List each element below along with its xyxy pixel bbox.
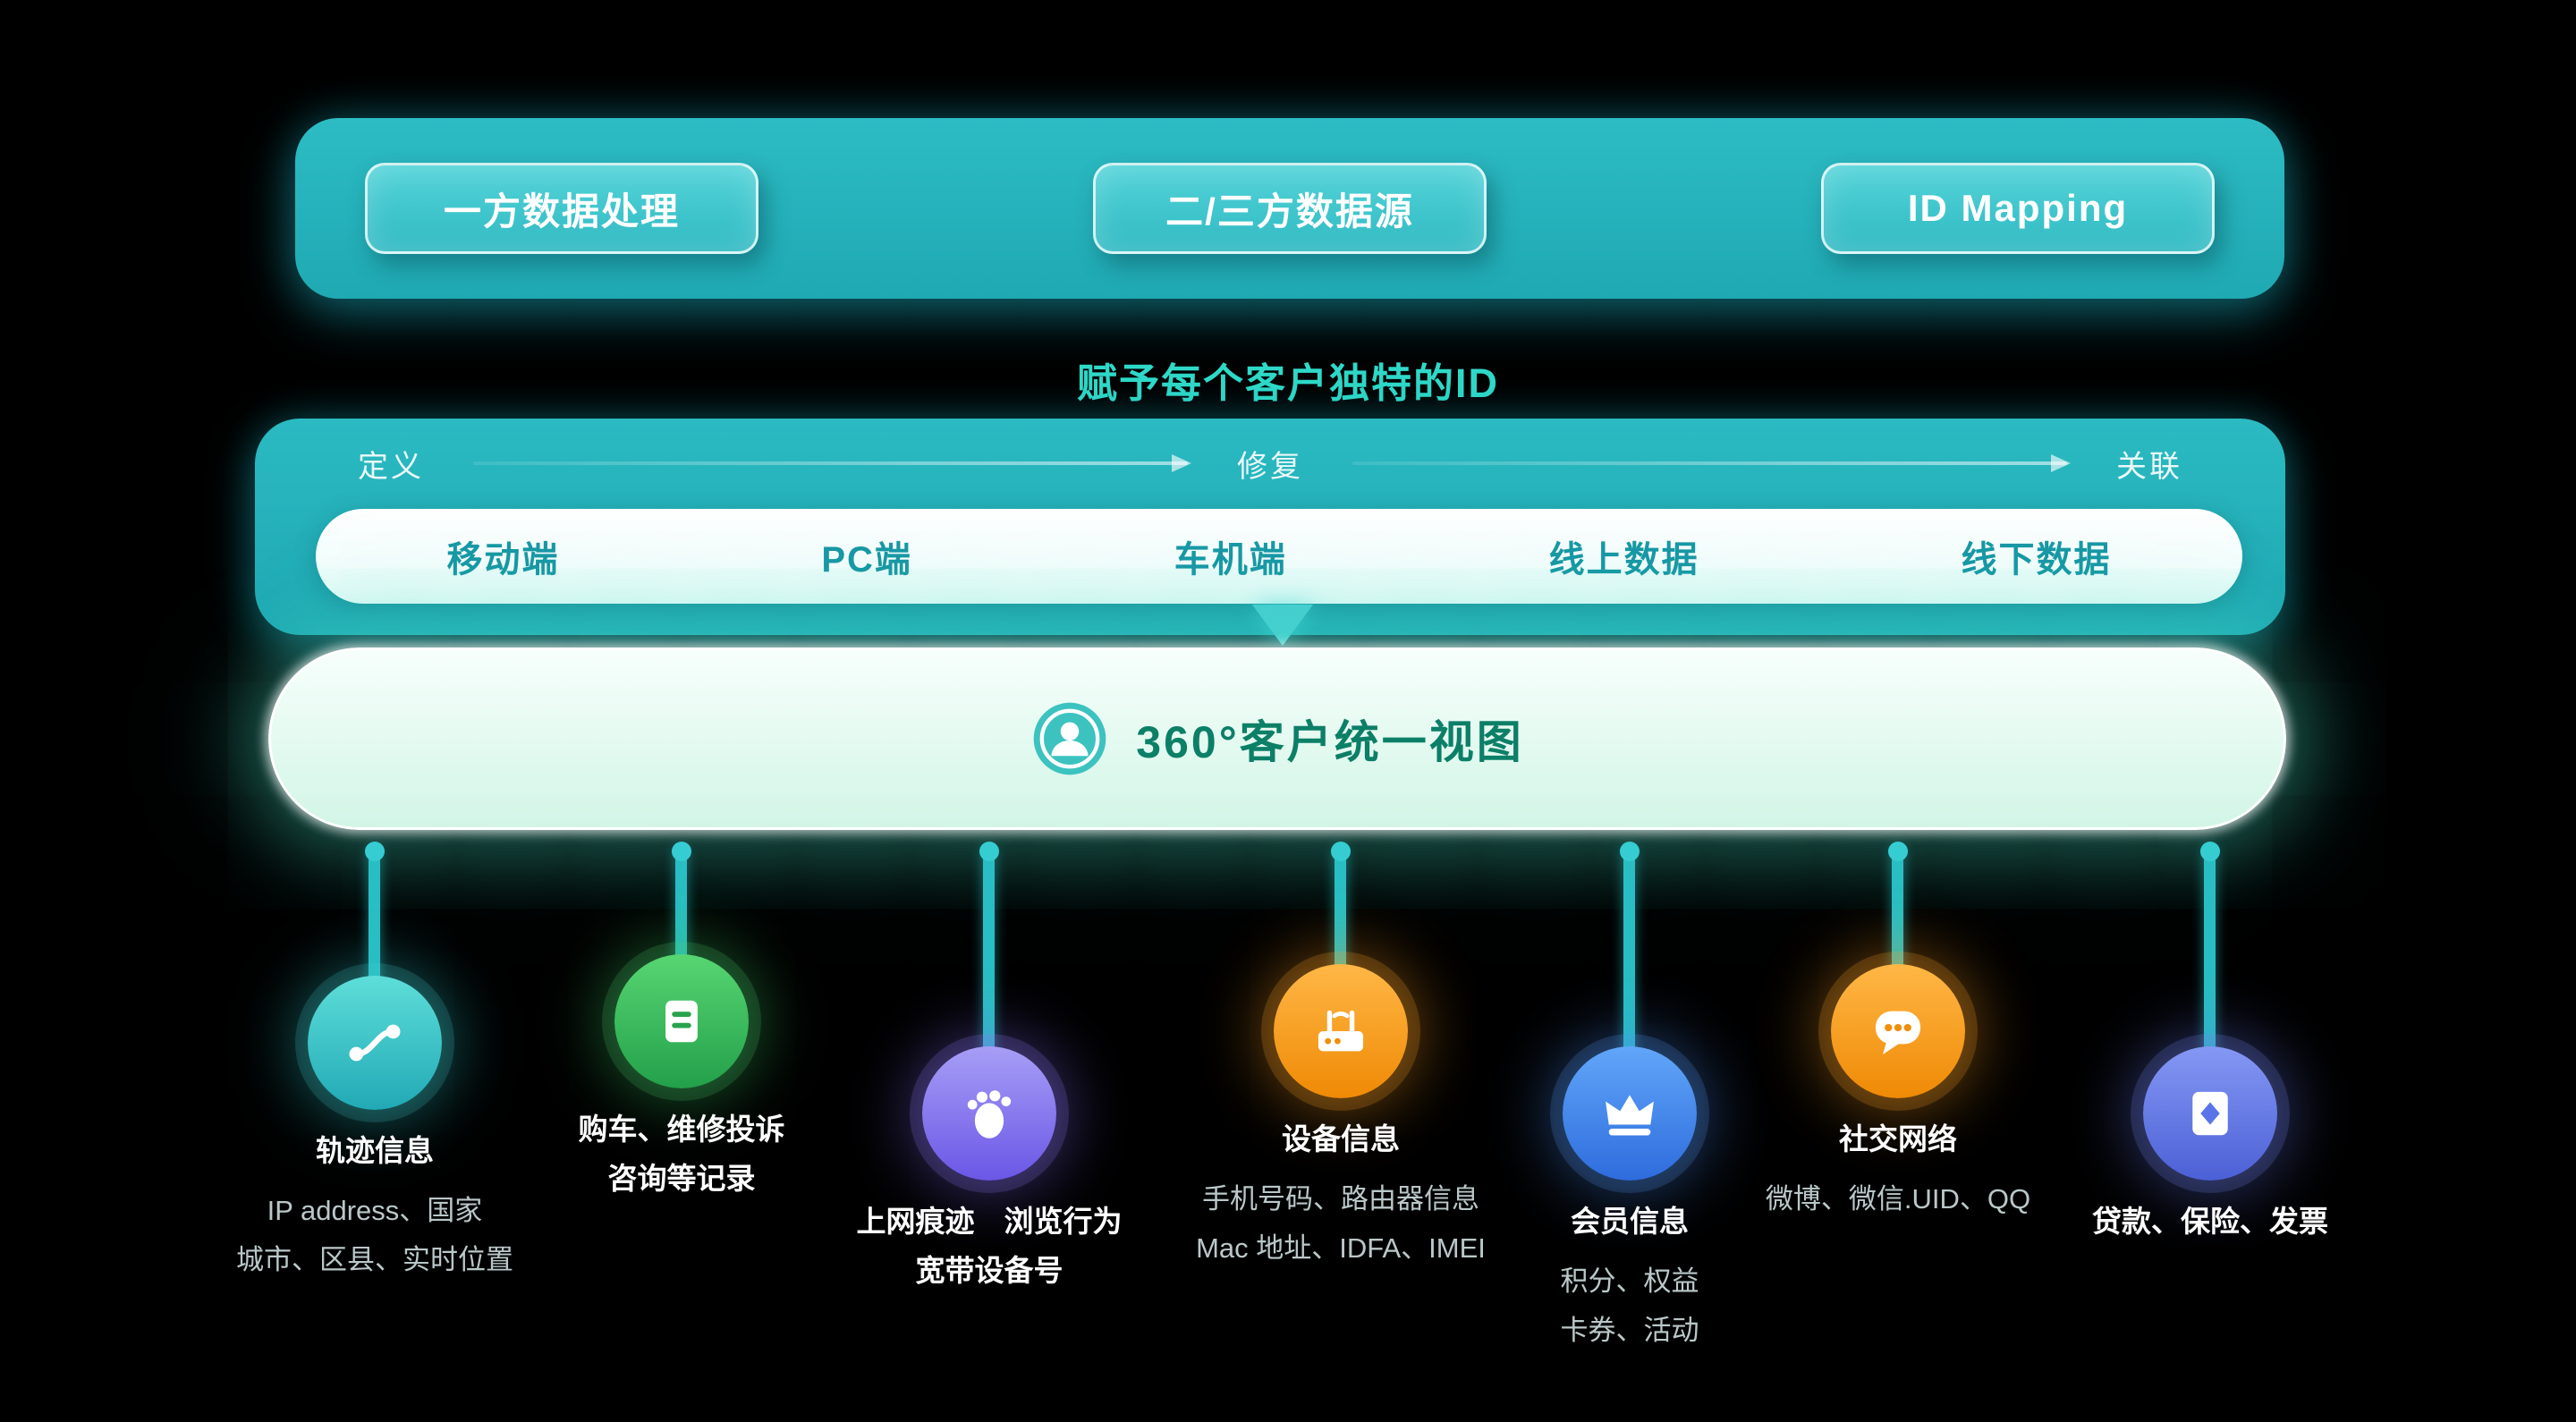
source-trajectory: 轨迹信息 IP address、国家 城市、区县、实时位置 bbox=[187, 976, 563, 1284]
source-browsing-footprint: 上网痕迹 浏览行为 宽带设备号 bbox=[801, 1046, 1177, 1295]
document-icon bbox=[614, 954, 749, 1088]
steps-row: 定义 修复 关联 bbox=[255, 419, 2285, 508]
pill-first-party-data[interactable]: 一方数据处理 bbox=[365, 163, 758, 254]
source-title: 社交网络 bbox=[1839, 1122, 1957, 1155]
source-title: 会员信息 bbox=[1571, 1205, 1689, 1238]
id-process-panel: 定义 修复 关联 移动端 PC端 车机端 线上数据 线下数据 bbox=[255, 419, 2285, 635]
source-subtitle: 手机号码、路由器信息 bbox=[1202, 1183, 1479, 1215]
arrow-right-icon bbox=[473, 454, 1191, 472]
source-purchase-records: 购车、维修投诉 咨询等记录 bbox=[494, 954, 869, 1203]
source-title: 设备信息 bbox=[1282, 1122, 1400, 1155]
connector-line bbox=[2204, 846, 2216, 1055]
channels-bar: 移动端 PC端 车机端 线上数据 线下数据 bbox=[316, 509, 2242, 604]
footprint-icon bbox=[922, 1046, 1056, 1181]
connector-line bbox=[1335, 846, 1346, 973]
crown-icon bbox=[1563, 1046, 1697, 1181]
unified-view-label: 360°客户统一视图 bbox=[1136, 717, 1524, 767]
source-title: 贷款、保险、发票 bbox=[2092, 1205, 2328, 1238]
source-subtitle: 微博、微信.UID、QQ bbox=[1765, 1183, 2031, 1215]
source-subtitle: Mac 地址、IDFA、IMEI bbox=[1196, 1232, 1486, 1264]
source-title: 轨迹信息 bbox=[316, 1134, 434, 1167]
unified-view-bar: 360°客户统一视图 bbox=[268, 648, 2286, 830]
chat-icon bbox=[1831, 964, 1965, 1098]
section-title: 赋予每个客户独特的ID bbox=[1076, 360, 1499, 406]
router-icon bbox=[1274, 964, 1408, 1098]
source-subtitle: IP address、国家 bbox=[267, 1195, 483, 1226]
source-loans-insurance: 贷款、保险、发票 bbox=[2022, 1046, 2398, 1246]
source-title: 咨询等记录 bbox=[607, 1162, 756, 1195]
channel-online-data: 线上数据 bbox=[1548, 540, 1699, 580]
invoice-icon bbox=[2143, 1046, 2277, 1181]
source-membership-info: 会员信息 积分、权益 卡券、活动 bbox=[1442, 1046, 1818, 1355]
pill-second-third-party-data[interactable]: 二/三方数据源 bbox=[1093, 163, 1487, 254]
source-title: 宽带设备号 bbox=[915, 1254, 1063, 1287]
step-associate: 关联 bbox=[2116, 449, 2182, 484]
route-icon bbox=[308, 976, 442, 1110]
source-subtitle: 积分、权益 bbox=[1560, 1265, 1699, 1297]
user-icon bbox=[1030, 699, 1109, 778]
connector-line bbox=[1892, 846, 1903, 973]
channel-car: 车机端 bbox=[1174, 540, 1287, 580]
pill-label: 二/三方数据源 bbox=[1165, 190, 1414, 233]
data-layers-bar: 一方数据处理 二/三方数据源 ID Mapping bbox=[295, 118, 2284, 299]
connector-line bbox=[983, 846, 995, 1055]
connector-line bbox=[675, 846, 687, 963]
connector-line bbox=[369, 846, 380, 985]
source-title: 上网痕迹 浏览行为 bbox=[856, 1205, 1123, 1238]
source-subtitle: 卡券、活动 bbox=[1560, 1315, 1699, 1346]
source-subtitle: 城市、区县、实时位置 bbox=[236, 1244, 513, 1275]
source-social-network: 社交网络 微博、微信.UID、QQ bbox=[1710, 964, 2086, 1223]
channel-mobile: 移动端 bbox=[446, 540, 560, 580]
pill-id-mapping[interactable]: ID Mapping bbox=[1821, 163, 2215, 254]
pill-label: ID Mapping bbox=[1907, 187, 2129, 229]
step-define: 定义 bbox=[358, 449, 424, 484]
source-title: 购车、维修投诉 bbox=[578, 1113, 785, 1146]
source-device-info: 设备信息 手机号码、路由器信息 Mac 地址、IDFA、IMEI bbox=[1153, 964, 1529, 1273]
arrow-down-icon bbox=[1252, 605, 1313, 646]
step-repair: 修复 bbox=[1237, 449, 1303, 484]
channel-pc: PC端 bbox=[821, 540, 912, 580]
channel-offline-data: 线下数据 bbox=[1961, 540, 2112, 580]
pill-label: 一方数据处理 bbox=[443, 190, 680, 233]
connector-line bbox=[1623, 846, 1635, 1055]
arrow-right-icon bbox=[1352, 454, 2071, 472]
